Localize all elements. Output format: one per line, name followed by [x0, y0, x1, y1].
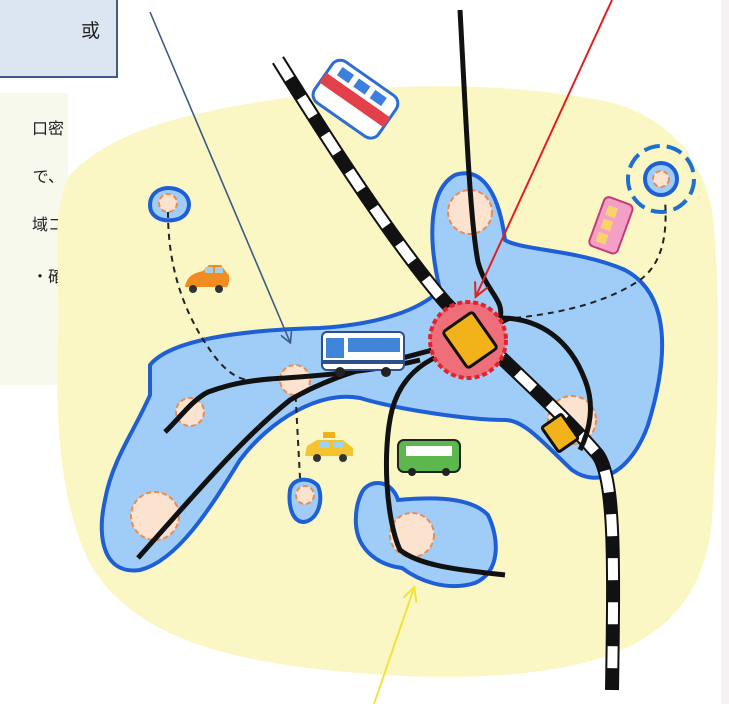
label-box: 或	[0, 0, 118, 78]
feeder-link-nw	[167, 211, 251, 381]
green-bus-icon	[397, 439, 461, 476]
feeder-link-sw	[294, 384, 301, 479]
explanation-line-3: 域コ	[31, 215, 64, 234]
tram-icon	[588, 196, 634, 255]
taxi-icon	[305, 432, 353, 462]
trunk-line-east	[499, 315, 593, 452]
arrow-yellow	[373, 588, 414, 704]
arrow-blue	[149, 11, 290, 342]
page-edge-strip	[721, 0, 729, 704]
arrow-red	[476, 0, 613, 296]
main-station	[442, 311, 498, 369]
label-box-text: 或	[80, 20, 100, 42]
explanation-line-2: で、	[32, 167, 64, 186]
node-west-2	[279, 364, 311, 396]
car-icon	[185, 265, 230, 293]
node-nw	[158, 193, 178, 213]
secondary-station	[540, 413, 580, 453]
bus-icon	[321, 331, 405, 377]
explanation-line-4: ・確	[31, 267, 64, 286]
node-west-1	[175, 397, 205, 427]
explanation-line-1: 口密	[31, 119, 64, 138]
node-sw-small	[295, 485, 315, 505]
railway-line-white	[273, 57, 619, 691]
trunk-line-south	[383, 347, 506, 578]
node-ne	[652, 170, 670, 188]
node-sw-large	[130, 491, 180, 541]
train-icon	[311, 58, 400, 140]
small-zone-ne-dashed	[626, 144, 696, 214]
explanation-panel: 口密 で、 域コ ・確	[0, 93, 68, 385]
trunk-line-north	[457, 9, 504, 319]
